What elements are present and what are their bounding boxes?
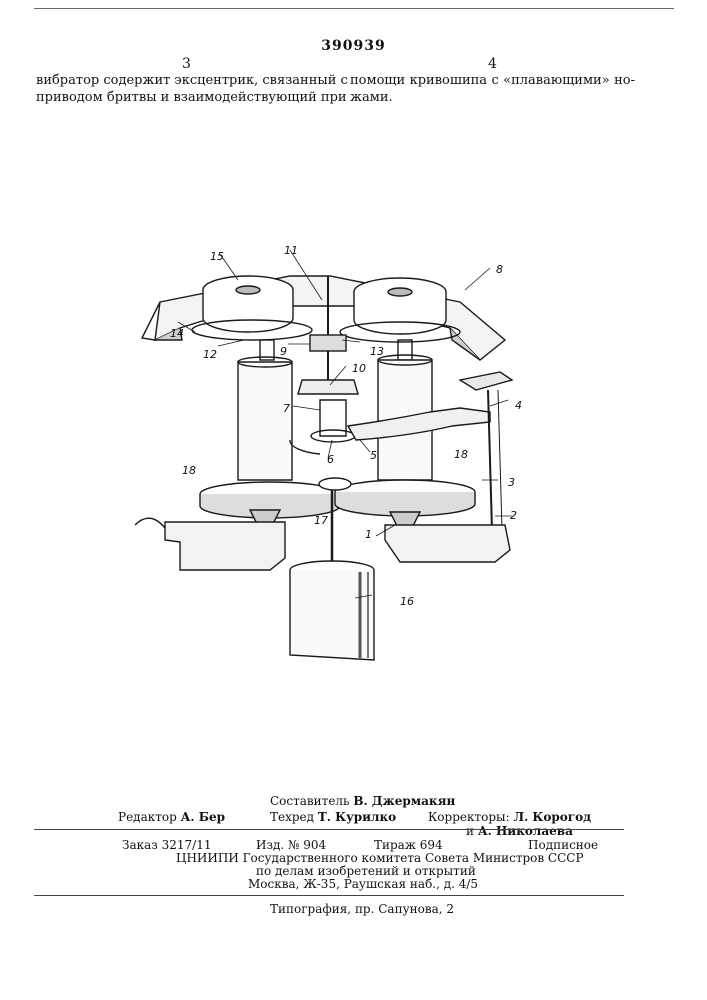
crank-top-block xyxy=(460,372,512,390)
label-1: 1 xyxy=(365,528,372,541)
corrector-2-prefix: и xyxy=(466,824,474,838)
arrow-left-rotation xyxy=(290,440,320,454)
techred-name: Т. Курилко xyxy=(318,810,396,824)
org-line-3: Москва, Ж-35, Раушская наб., д. 4/5 xyxy=(248,877,478,892)
label-8: 8 xyxy=(496,263,503,276)
shaft-right-upper xyxy=(398,340,412,360)
rod-3-edge xyxy=(498,390,502,530)
arrow-clamp-left xyxy=(135,518,165,528)
body-line: приводом бритвы и взаимодействующий при xyxy=(36,89,326,106)
clamp-right xyxy=(385,525,510,562)
body-line: помощи кривошипа с «плавающими» но- xyxy=(350,72,635,89)
rotor-left-hub xyxy=(236,286,260,294)
leader-4 xyxy=(490,400,508,406)
compiler-name: В. Джермакян xyxy=(353,794,455,808)
colophon-rule-top xyxy=(34,829,624,830)
label-18-left: 18 xyxy=(182,464,196,477)
label-5: 5 xyxy=(370,449,377,462)
column-number-right: 4 xyxy=(488,56,497,72)
label-12: 12 xyxy=(203,348,217,361)
compiler: Составитель В. Джермакян xyxy=(270,794,455,809)
label-13: 13 xyxy=(370,345,384,358)
printer: Типография, пр. Сапунова, 2 xyxy=(270,902,454,917)
correctors: Корректоры: Л. Корогод xyxy=(428,810,591,825)
corrector-1: Л. Корогод xyxy=(513,810,591,824)
rotor-right-body xyxy=(354,292,446,334)
label-6: 6 xyxy=(327,453,334,466)
label-15: 15 xyxy=(210,250,224,263)
gear-center-17 xyxy=(319,478,351,490)
colophon-rule-bottom xyxy=(34,895,624,896)
techred: Техред Т. Курилко xyxy=(270,810,396,825)
label-10: 10 xyxy=(352,362,366,375)
center-block xyxy=(310,335,346,351)
editor: Редактор А. Бер xyxy=(118,810,225,825)
leader-7 xyxy=(293,406,320,410)
label-7: 7 xyxy=(283,402,290,415)
label-2: 2 xyxy=(510,509,517,522)
editor-label: Редактор xyxy=(118,810,177,824)
corrector-2-line: и А. Николаева xyxy=(466,824,573,839)
leader-8 xyxy=(465,268,490,290)
label-18-right: 18 xyxy=(454,448,468,461)
corrector-2: А. Николаева xyxy=(478,824,573,838)
correctors-label: Корректоры: xyxy=(428,810,510,824)
compiler-label: Составитель xyxy=(270,794,350,808)
patent-number: 390939 xyxy=(0,38,707,54)
rotor-right-hub xyxy=(388,288,412,296)
label-11: 11 xyxy=(284,244,298,257)
label-14: 14 xyxy=(170,327,184,340)
label-17: 17 xyxy=(314,514,328,527)
body-line: жами. xyxy=(350,89,635,106)
body-column-right: помощи кривошипа с «плавающими» но- жами… xyxy=(350,72,635,106)
label-9: 9 xyxy=(280,345,287,358)
label-3: 3 xyxy=(508,476,515,489)
clamp-left xyxy=(165,522,285,570)
leader-12 xyxy=(218,340,244,346)
label-4: 4 xyxy=(515,399,522,412)
editor-name: А. Бер xyxy=(181,810,225,824)
body-line: вибратор содержит эксцентрик, связанный … xyxy=(36,72,326,89)
leader-5 xyxy=(360,440,370,452)
label-16: 16 xyxy=(400,595,414,608)
rod-3 xyxy=(488,390,492,530)
column-left xyxy=(238,362,292,480)
top-rule xyxy=(34,8,674,9)
techred-label: Техред xyxy=(270,810,314,824)
rotor-left-body xyxy=(203,290,293,332)
column-number-left: 3 xyxy=(182,56,191,72)
crank-block xyxy=(298,380,358,394)
body-column-left: вибратор содержит эксцентрик, связанный … xyxy=(36,72,326,106)
